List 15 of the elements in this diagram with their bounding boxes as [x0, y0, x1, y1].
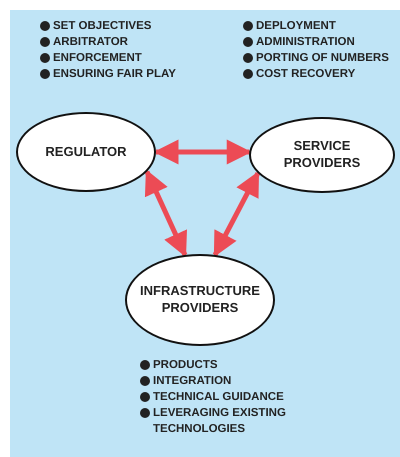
list-item: INTEGRATION: [153, 374, 232, 389]
list-item: COST RECOVERY: [256, 67, 356, 82]
list-item: ENFORCEMENT: [53, 51, 142, 66]
list-item: SET OBJECTIVES: [53, 19, 152, 34]
list-item: DEPLOYMENT: [256, 19, 336, 34]
list-item: LEVERAGING EXISTING TECHNOLOGIES: [153, 406, 287, 437]
node-label: REGULATOR: [45, 144, 127, 160]
list-item: ARBITRATOR: [53, 35, 128, 50]
list-item: TECHNICAL GUIDANCE: [153, 390, 284, 405]
list-item: PORTING OF NUMBERS: [256, 51, 389, 66]
list-item: PRODUCTS: [153, 358, 218, 373]
list-item: ADMINISTRATION: [256, 35, 355, 50]
list-item: ENSURING FAIR PLAY: [53, 67, 176, 82]
node-label: INFRASTRUCTURE PROVIDERS: [139, 283, 261, 317]
node-label: SERVICE PROVIDERS: [282, 138, 362, 172]
